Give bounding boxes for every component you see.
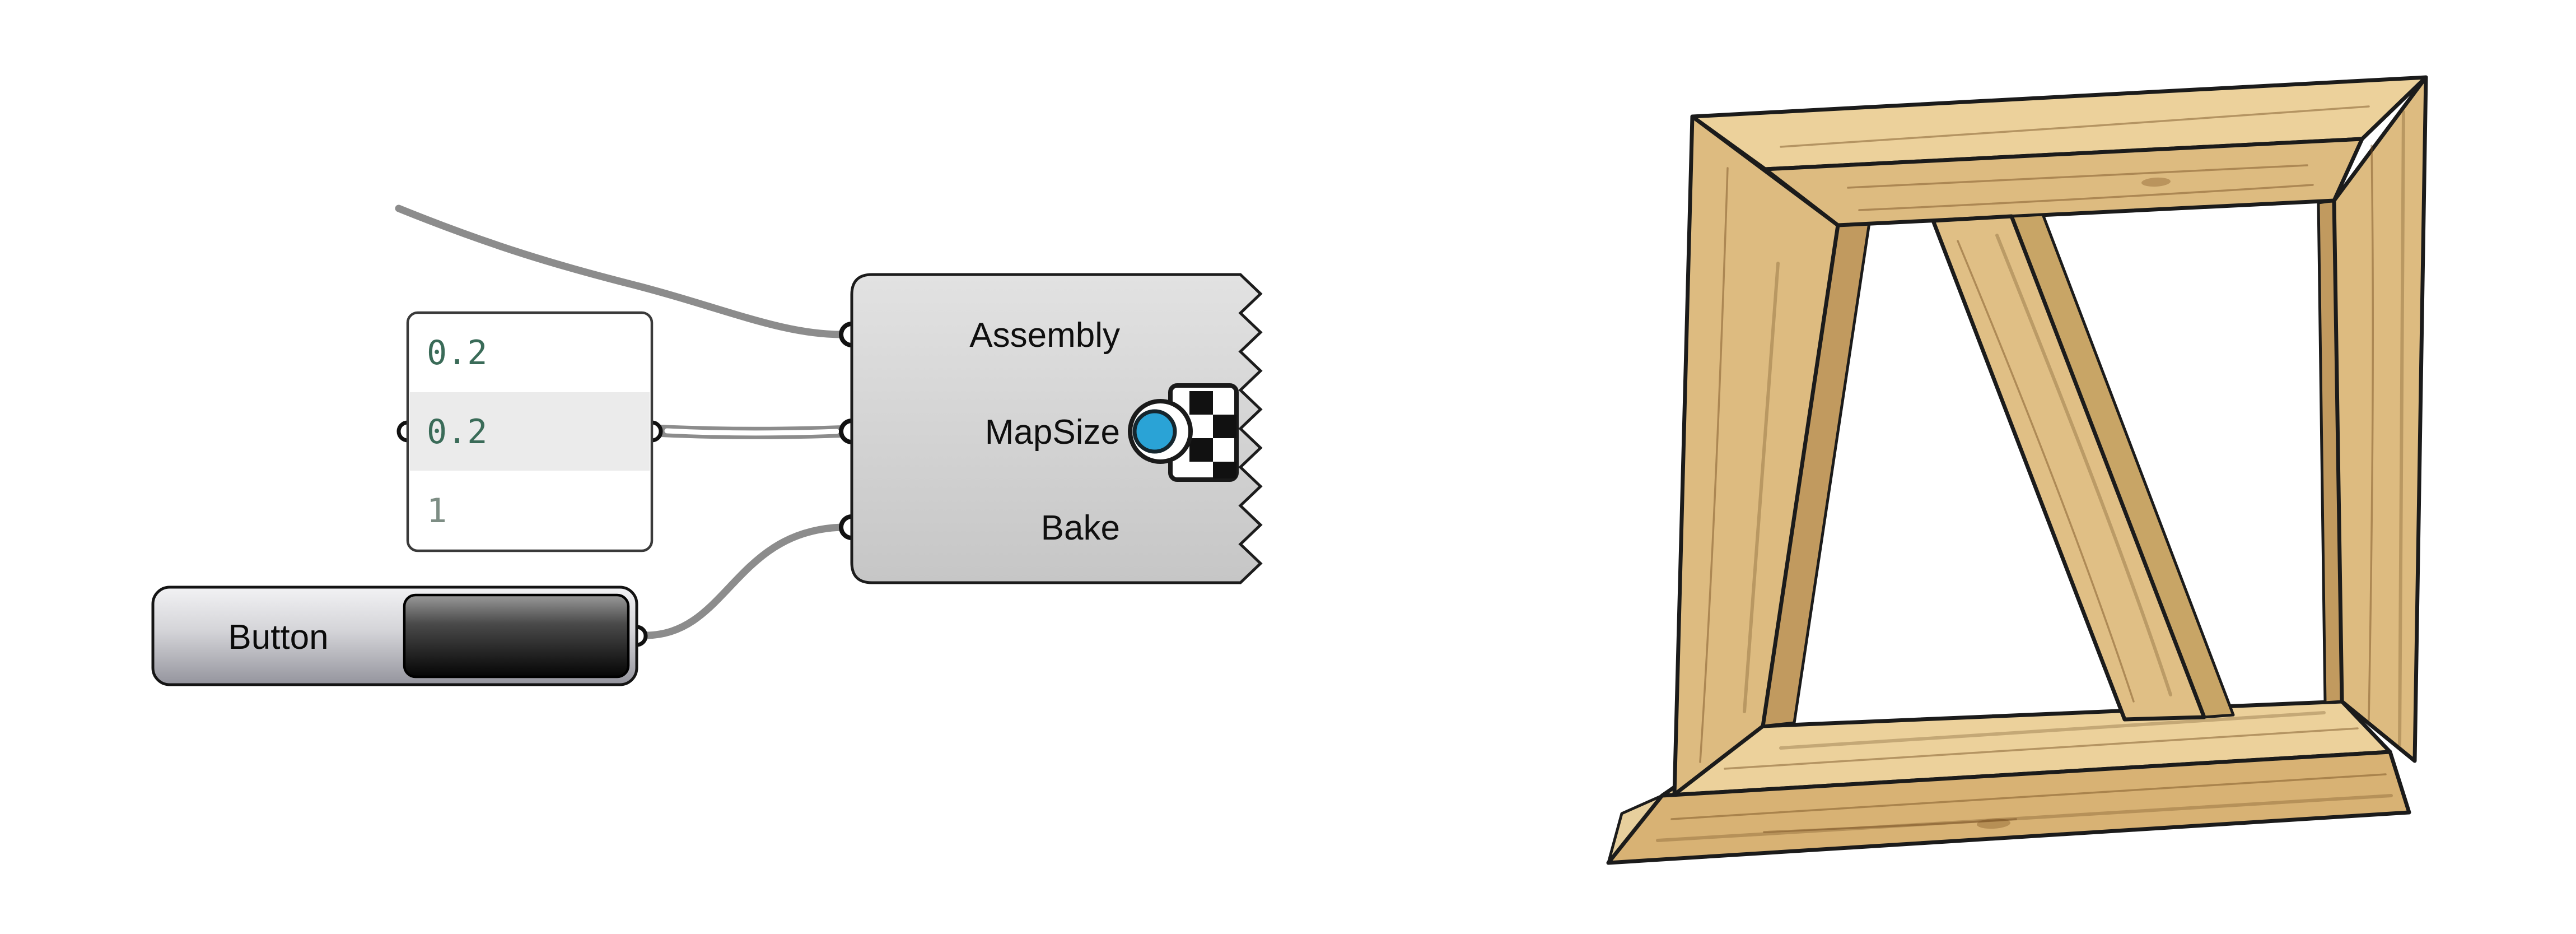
button-label: Button: [228, 618, 328, 657]
input-label-bake: Bake: [1041, 509, 1120, 547]
wire-assembly[interactable]: [395, 205, 846, 338]
bake-texture-icon: [1128, 383, 1239, 482]
wire-bake[interactable]: [642, 523, 846, 639]
icon-checker-square: [1189, 438, 1213, 462]
right-post-front-face: [2332, 75, 2428, 763]
button-component[interactable]: Button: [151, 586, 638, 686]
input-label-assembly: Assembly: [969, 316, 1120, 355]
main-component[interactable]: Assembly MapSize Bake: [850, 273, 1263, 584]
wooden-frame-render: [1606, 75, 2428, 865]
input-label-mapsize: MapSize: [985, 413, 1120, 452]
wires: [395, 205, 848, 639]
icon-checker-square: [1213, 415, 1236, 438]
bottom-beam-front-face: [1606, 750, 2411, 865]
icon-blue-dot: [1132, 409, 1177, 454]
panel-value-row: 1: [427, 491, 447, 531]
diagonal-brace-front-face: [1931, 214, 2206, 722]
panel-value-row: 0.2: [427, 333, 487, 373]
wire-mapsize-double-gap: [664, 428, 839, 436]
icon-checker-square: [1189, 391, 1213, 415]
wood-grain-lines: [1656, 105, 2405, 842]
button-press-area[interactable]: [403, 593, 630, 679]
main-component-body[interactable]: [850, 273, 1263, 584]
panel-value-row: 0.2: [427, 412, 487, 452]
panel-component[interactable]: 0.2 0.2 1: [406, 311, 654, 552]
top-beam-front-face: [1763, 137, 2364, 227]
panel-row-highlight: [410, 392, 650, 471]
icon-checker-square: [1213, 462, 1236, 478]
